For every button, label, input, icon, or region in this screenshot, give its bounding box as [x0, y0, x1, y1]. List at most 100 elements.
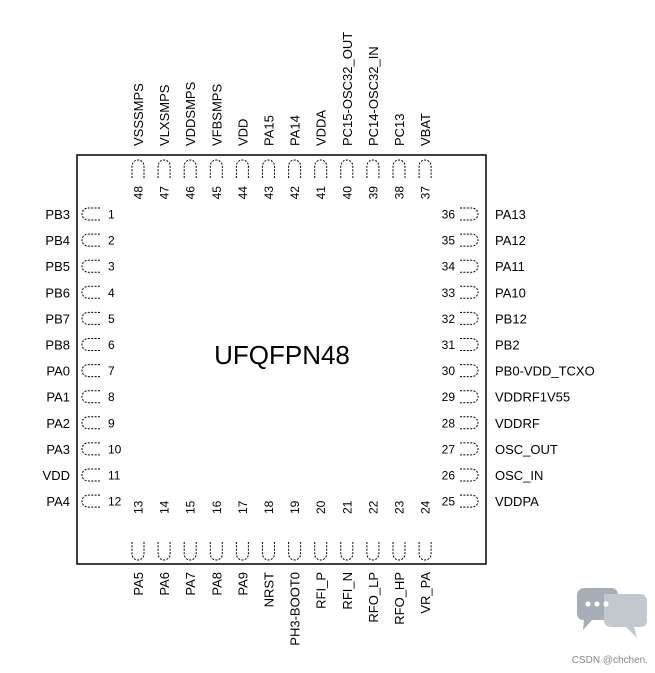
pin-number: 33	[442, 286, 456, 300]
pin-label: PB3	[45, 207, 70, 222]
pin-pad	[209, 159, 223, 178]
pin-label: PC14-OSC32_IN	[366, 46, 381, 146]
pin-number: 43	[262, 186, 276, 200]
pin-label: VLXSMPS	[157, 84, 172, 146]
pin-label: PA7	[183, 572, 198, 596]
pin-pad	[81, 311, 100, 325]
pin-pad	[418, 159, 432, 178]
pin-label: PA14	[288, 115, 303, 146]
pin-pad	[460, 311, 479, 325]
pin-pad	[340, 159, 354, 178]
pin-pad	[460, 442, 479, 456]
pin-label: VBAT	[418, 113, 433, 146]
pin-label: PH3-BOOT0	[288, 572, 303, 646]
pin-label: VSSSMPS	[131, 83, 146, 146]
pin-label: PB0-VDD_TCXO	[495, 364, 595, 379]
pin-number: 1	[108, 208, 115, 222]
chat-logo-icon	[577, 588, 647, 638]
pin-number: 12	[108, 495, 122, 509]
package-body	[76, 154, 487, 565]
pin-number: 3	[108, 260, 115, 274]
pin-label: RFI_N	[340, 572, 355, 610]
pin-label: PA12	[495, 233, 526, 248]
pin-number: 28	[442, 416, 456, 430]
pin-label: OSC_IN	[495, 468, 543, 483]
pin-pad	[262, 542, 275, 561]
pin-pad	[157, 159, 171, 178]
pin-number: 41	[314, 186, 328, 200]
pin-number: 36	[442, 208, 456, 222]
pin-label: PB7	[45, 311, 70, 326]
pin-number: 23	[393, 500, 407, 514]
pin-number: 27	[442, 442, 456, 456]
pin-label: VDD	[235, 119, 250, 146]
watermark-text: CSDN @chchen.	[572, 655, 648, 666]
pin-label: PB5	[45, 259, 70, 274]
pin-pad	[366, 542, 380, 561]
pin-pad	[183, 159, 197, 178]
pin-pad	[81, 285, 100, 299]
pin-pad	[81, 233, 100, 247]
pin-number: 16	[210, 500, 224, 514]
package-name: UFQFPN48	[214, 340, 350, 370]
pin-pad	[460, 338, 479, 351]
pin-number: 42	[288, 186, 302, 200]
pin-number: 6	[108, 338, 115, 352]
pin-label: PB12	[495, 311, 527, 326]
pin-label: PA10	[495, 285, 526, 300]
pin-label: VDDRF1V55	[495, 390, 570, 405]
pin-number: 13	[132, 500, 146, 514]
pin-pad	[460, 468, 479, 482]
pin-number: 25	[442, 495, 456, 509]
pin-pad	[81, 494, 100, 508]
pin-label: PA15	[262, 115, 277, 146]
pin-pad	[131, 159, 145, 178]
pin-pad	[460, 390, 479, 404]
pin-number: 26	[442, 469, 456, 483]
pin-number: 38	[393, 186, 407, 200]
pin-number: 10	[108, 442, 122, 456]
pin-number: 40	[340, 186, 354, 200]
pin-pad	[340, 542, 354, 561]
pin-number: 37	[419, 186, 433, 200]
pin-pad	[81, 468, 100, 482]
pin-pad	[460, 494, 479, 508]
pin-number: 9	[108, 416, 115, 430]
pin-number: 5	[108, 312, 115, 326]
pin-number: 19	[288, 500, 302, 514]
pin-number: 46	[184, 186, 198, 200]
pin-pad	[460, 364, 479, 378]
pin-label: RFO_LP	[366, 572, 381, 623]
pin-label: RFI_P	[314, 572, 329, 609]
pin-label: PA6	[157, 572, 172, 596]
pin-label: PA13	[495, 207, 526, 222]
bottom-pin-row: 13PA514PA615PA716PA817PA918NRST19PH3-BOO…	[131, 500, 433, 645]
pin-pad	[131, 542, 145, 561]
pin-number: 44	[236, 186, 250, 200]
pin-pad	[460, 259, 479, 273]
pin-label: VDDPA	[495, 494, 539, 509]
pin-label: NRST	[262, 572, 277, 607]
pin-number: 2	[108, 234, 115, 248]
pin-number: 48	[132, 186, 146, 200]
pin-number: 39	[366, 186, 380, 200]
pin-pad	[460, 416, 479, 430]
pin-pad	[81, 442, 100, 456]
pin-pad	[235, 159, 249, 178]
pin-label: RFO_HP	[392, 572, 407, 625]
pin-pad	[314, 542, 328, 561]
pin-pad	[314, 159, 328, 178]
pin-number: 14	[158, 500, 172, 514]
pin-number: 24	[419, 500, 433, 514]
pin-number: 7	[108, 364, 115, 378]
pin-pad	[81, 416, 100, 430]
pin-label: VDDSMPS	[183, 81, 198, 146]
pin-pad	[288, 159, 302, 178]
pin-number: 22	[366, 500, 380, 514]
pin-number: 11	[108, 469, 121, 483]
pin-label: PA8	[209, 572, 224, 596]
pin-label: PB6	[45, 285, 70, 300]
pin-label: VFBSMPS	[209, 84, 224, 146]
pin-pad	[81, 207, 100, 221]
